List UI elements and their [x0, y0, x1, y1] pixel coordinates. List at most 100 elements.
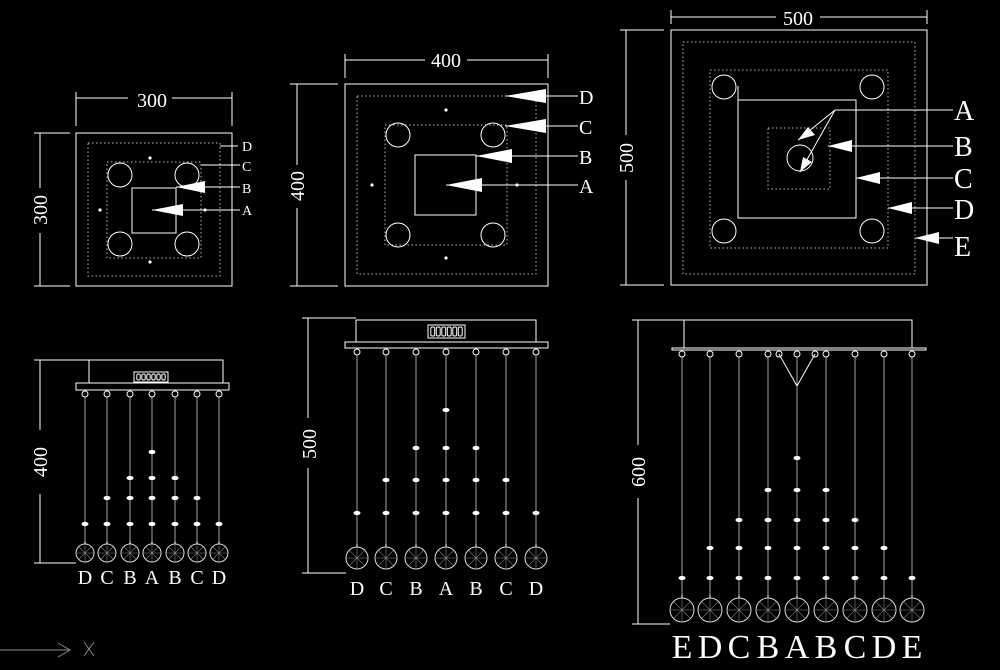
- crystal-bead: [171, 475, 179, 481]
- plan-3-label: D: [954, 195, 974, 226]
- v-hanger: [796, 353, 816, 387]
- canopy-plate: [344, 341, 549, 349]
- crystal-bead: [764, 517, 772, 523]
- crystal-bead: [472, 445, 480, 451]
- wire-anchor: [353, 348, 361, 356]
- plan-3-lamp: [711, 74, 737, 100]
- crystal-bead: [442, 477, 450, 483]
- plan-2-label: C: [579, 117, 592, 139]
- ucs-axis-icon: [0, 641, 95, 658]
- plan-1-lamp: [174, 231, 200, 257]
- elevation-1-label: D: [212, 567, 226, 589]
- elevation-1-label: B: [123, 567, 136, 589]
- crystal-bead: [764, 575, 772, 581]
- wire-anchor: [880, 350, 888, 358]
- elevation-1-label: A: [145, 567, 160, 589]
- elevation-2-label: A: [439, 578, 454, 600]
- crystal-bead: [735, 545, 743, 551]
- crystal-bead: [735, 575, 743, 581]
- driver-cell: [161, 373, 166, 381]
- wire-anchor: [793, 350, 801, 358]
- elevation-2-label: D: [350, 578, 364, 600]
- elevation-1-label: C: [100, 567, 113, 589]
- wire-anchor: [532, 348, 540, 356]
- wire-anchor: [193, 390, 201, 398]
- crystal-bead: [442, 510, 450, 516]
- plan-3-ring-d: [709, 69, 889, 249]
- crystal-bead: [442, 407, 450, 413]
- plan-2-label: D: [579, 87, 593, 109]
- elevation-1-height-dim: 400: [30, 447, 52, 477]
- elevation-2-label: C: [499, 578, 512, 600]
- wire-anchor: [126, 390, 134, 398]
- crystal-bead: [880, 545, 888, 551]
- driver-cell: [136, 373, 141, 381]
- crystal-bead: [103, 495, 111, 501]
- plan-2-lamp: [480, 222, 506, 248]
- driver-cell: [452, 326, 458, 337]
- crystal-bead: [764, 487, 772, 493]
- crystal-facets: [346, 547, 368, 569]
- v-hanger: [778, 353, 798, 387]
- crystal-bead: [822, 545, 830, 551]
- elevation-2-height-dim: 500: [299, 429, 321, 459]
- crystal-bead: [126, 475, 134, 481]
- plan-3-ring-e: [682, 41, 916, 275]
- crystal-bead: [215, 521, 223, 527]
- crystal-bead: [502, 510, 510, 516]
- crystal-facets: [756, 598, 780, 622]
- plan-2-ring-c: [384, 124, 508, 246]
- crystal-facets: [670, 598, 694, 622]
- plan-3-label: C: [954, 164, 973, 195]
- driver-cell: [457, 326, 463, 337]
- plan-3-width-dim: 500: [783, 8, 813, 30]
- crystal-bead: [793, 517, 801, 523]
- crystal-facets: [814, 598, 838, 622]
- crystal-bead: [532, 510, 540, 516]
- wire-anchor: [103, 390, 111, 398]
- crystal-facets: [188, 544, 206, 562]
- crystal-bead: [822, 517, 830, 523]
- crystal-facets: [405, 547, 427, 569]
- plan-3-lamp: [859, 218, 885, 244]
- elevation-3-label: B: [815, 629, 838, 665]
- crystal-bead: [81, 521, 89, 527]
- driver-cell: [146, 373, 151, 381]
- elevation-1-label: B: [168, 567, 181, 589]
- wire-anchor: [735, 350, 743, 358]
- crystal-facets: [166, 544, 184, 562]
- plan-view-3: [620, 10, 953, 286]
- wire-anchor: [502, 348, 510, 356]
- crystal-facets: [98, 544, 116, 562]
- crystal-facets: [525, 547, 547, 569]
- wire-anchor: [706, 350, 714, 358]
- wire-anchor: [472, 348, 480, 356]
- wire-anchor: [148, 390, 156, 398]
- crystal-facets: [843, 598, 867, 622]
- crystal-bead: [472, 477, 480, 483]
- crystal-bead: [353, 510, 361, 516]
- driver-cell: [441, 326, 447, 337]
- crystal-facets: [727, 598, 751, 622]
- canopy-box: [683, 319, 913, 349]
- elevation-2-label: B: [409, 578, 422, 600]
- elevation-3-label: B: [757, 629, 780, 665]
- crystal-bead: [382, 510, 390, 516]
- elevation-3-height-dim: 600: [628, 457, 650, 487]
- crystal-facets: [785, 598, 809, 622]
- crystal-bead: [382, 477, 390, 483]
- crystal-bead: [908, 575, 916, 581]
- crystal-facets: [435, 547, 457, 569]
- plan-1-ring-c: [106, 161, 202, 259]
- plan-1-width-dim: 300: [137, 90, 167, 112]
- crystal-bead: [171, 521, 179, 527]
- wire-anchor: [215, 390, 223, 398]
- crystal-bead: [706, 575, 714, 581]
- crystal-bead: [851, 517, 859, 523]
- elevation-3-label: E: [672, 629, 693, 665]
